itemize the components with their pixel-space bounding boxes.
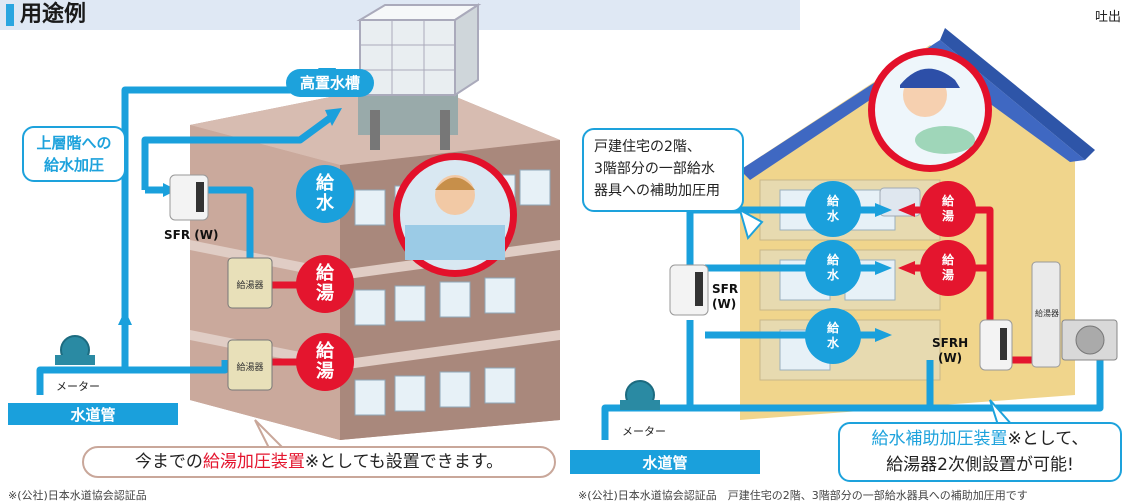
- left-footnote: ※(公社)日本水道協会認証品: [8, 489, 147, 502]
- left-heater-label-1: 給湯器: [236, 281, 264, 291]
- right-bottom-message: 給水補助加圧装置※として、 給湯器2次側設置が可能!: [838, 422, 1122, 482]
- right-supply-circle-1: 給 水: [805, 181, 861, 237]
- hot-char-1: 給: [941, 253, 954, 267]
- supply-char-2: 水: [826, 209, 839, 223]
- usage-callout: 戸建住宅の2階、 3階部分の一部給水 器具への補助加圧用: [582, 128, 744, 212]
- tank-label: 高置水槽: [286, 69, 374, 97]
- left-heater-label-2: 給湯器: [236, 363, 264, 373]
- message-blue: 給水補助加圧装置: [871, 429, 1008, 449]
- right-sfrh-label: SFRH (W): [932, 336, 968, 366]
- left-supply-circle: 給 水: [296, 165, 354, 223]
- supply-char-1: 給: [826, 253, 839, 267]
- right-sfr-unit: [669, 264, 709, 316]
- right-meter: [620, 380, 660, 410]
- right-sfrh-unit: [979, 319, 1013, 371]
- left-hot-circle-1: 給 湯: [296, 255, 354, 313]
- hot-char-1: 給: [941, 194, 954, 208]
- hot-char-1: 給: [316, 341, 334, 362]
- left-sfr-unit: [169, 174, 209, 221]
- sfr-label-line1: SFR: [712, 282, 739, 296]
- left-heater-2: [227, 339, 273, 391]
- right-water-main: [570, 450, 760, 474]
- usage-callout-line2: 3階部分の一部給水: [594, 161, 715, 177]
- message-red: 給湯加圧装置: [202, 452, 305, 472]
- hot-char-2: 湯: [941, 209, 954, 223]
- usage-callout-line1: 戸建住宅の2階、: [594, 139, 701, 155]
- right-sfr-label: SFR (W): [712, 282, 738, 312]
- left-bottom-message: 今までの給湯加圧装置※としても設置できます。: [82, 446, 556, 478]
- right-supply-circle-2: 給 水: [805, 240, 861, 296]
- supply-char-1: 給: [826, 194, 839, 208]
- sfr-label-line2: (W): [712, 297, 737, 311]
- message-post: ※としても設置できます。: [304, 452, 504, 472]
- supply-char-2: 水: [826, 268, 839, 282]
- right-water-main-label: 水道管: [642, 454, 688, 472]
- boy-scene: [868, 48, 992, 172]
- usage-callout-line3: 器具への補助加圧用: [594, 183, 720, 199]
- left-hot-circle-2: 給 湯: [296, 333, 354, 391]
- right-hot-circle-1: 給 湯: [920, 181, 976, 237]
- supply-char-2: 水: [316, 193, 334, 214]
- water-tank: [356, 3, 482, 150]
- sfrh-label-line1: SFRH: [932, 336, 969, 350]
- left-unit-label: SFR (W): [164, 228, 219, 242]
- left-heater-1: [227, 257, 273, 309]
- right-water-heater: [1031, 261, 1118, 368]
- bath-scene: [393, 153, 517, 277]
- right-supply-circle-3: 給 水: [805, 308, 861, 364]
- right-footnote: ※(公社)日本水道協会認証品 戸建住宅の2階、3階部分の一部給水器具への補助加圧…: [578, 489, 1028, 502]
- pressure-callout-line2: 給水加圧: [43, 156, 104, 174]
- right-arrowheads: [875, 203, 892, 342]
- hot-char-1: 給: [316, 263, 334, 284]
- pressure-callout: 上層階への 給水加圧: [22, 126, 126, 182]
- right-hot-arrowheads: [898, 203, 915, 275]
- left-water-main-label: 水道管: [70, 406, 116, 424]
- right-hot-circle-2: 給 湯: [920, 240, 976, 296]
- left-water-main: [8, 403, 178, 425]
- header-accent: [6, 4, 14, 26]
- pressure-callout-line1: 上層階への: [36, 134, 112, 152]
- sfrh-label-line2: (W): [937, 351, 963, 365]
- message-black: ※として、: [1007, 429, 1089, 449]
- hot-char-2: 湯: [316, 283, 334, 304]
- supply-char-2: 水: [826, 336, 839, 350]
- corner-text: 吐出: [1095, 10, 1122, 25]
- hot-char-2: 湯: [316, 361, 334, 382]
- right-meter-label: メーター: [622, 425, 666, 438]
- page-title: 用途例: [20, 2, 87, 27]
- supply-char-1: 給: [826, 321, 839, 335]
- left-meter-label: メーター: [56, 380, 100, 393]
- left-hot-pipes: [270, 281, 300, 366]
- message-pre: 今までの: [134, 452, 203, 472]
- supply-char-1: 給: [316, 173, 334, 194]
- message-line2: 給湯器2次側設置が可能!: [886, 455, 1074, 475]
- left-meter: [55, 335, 95, 365]
- hot-char-2: 湯: [941, 268, 954, 282]
- right-heater-label: 給湯器: [1035, 309, 1059, 318]
